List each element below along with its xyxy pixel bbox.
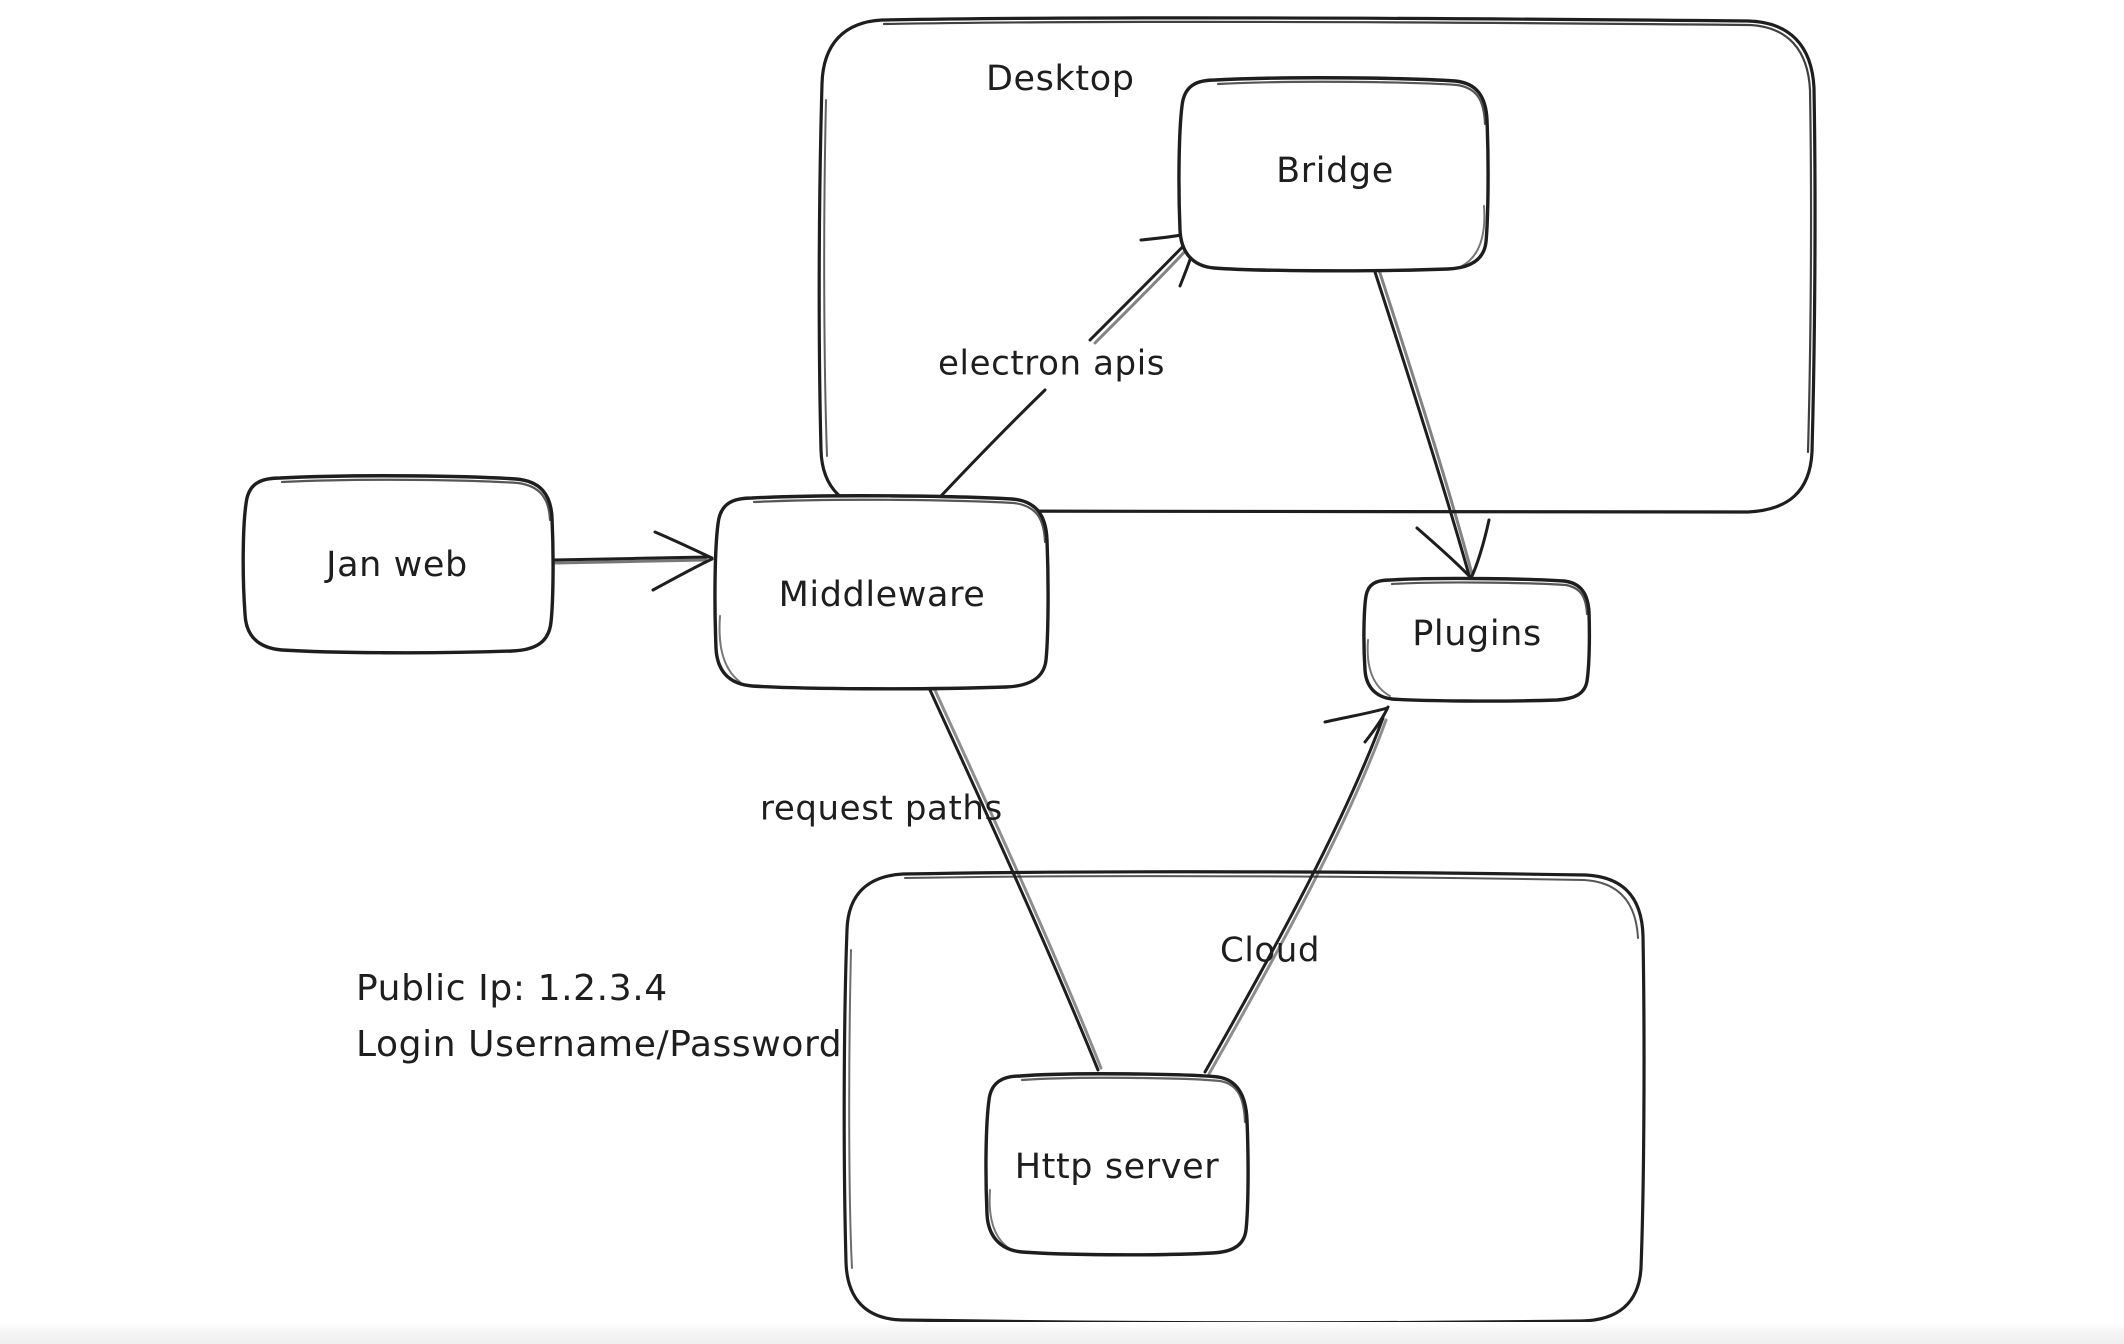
node-label-jan-web: Jan web [324, 545, 468, 585]
notes-block[interactable]: Public Ip: 1.2.3.4 Login Username/Passwo… [356, 968, 842, 1065]
node-middleware[interactable]: Middleware [713, 494, 1050, 691]
note-login-credentials: Login Username/Password [356, 1024, 842, 1065]
note-public-ip: Public Ip: 1.2.3.4 [356, 968, 668, 1009]
node-jan-web[interactable]: Jan web [241, 474, 555, 655]
edge-label-cloud: Cloud [1220, 931, 1320, 971]
edge-middleware-to-http-server[interactable] [928, 686, 1103, 1072]
node-label-plugins: Plugins [1412, 614, 1542, 654]
node-plugins[interactable]: Plugins [1362, 576, 1592, 703]
node-bridge[interactable]: Bridge [1177, 76, 1490, 273]
edge-jan-web-to-middleware[interactable] [551, 530, 714, 592]
group-label-desktop: Desktop [986, 59, 1135, 99]
edge-label-request-paths: request paths [760, 789, 1003, 829]
edge-http-server-to-plugins[interactable]: Cloud [1203, 705, 1390, 1076]
edge-middleware-to-bridge[interactable]: electron apis [938, 230, 1201, 498]
edge-label-electron-apis: electron apis [938, 344, 1165, 384]
edge-bridge-to-plugins[interactable] [1373, 268, 1491, 580]
node-label-middleware: Middleware [779, 575, 986, 615]
node-label-bridge: Bridge [1276, 151, 1394, 191]
bottom-edge-band [0, 1322, 2124, 1344]
node-http-server[interactable]: Http server [984, 1072, 1250, 1257]
node-label-http-server: Http server [1015, 1147, 1220, 1187]
